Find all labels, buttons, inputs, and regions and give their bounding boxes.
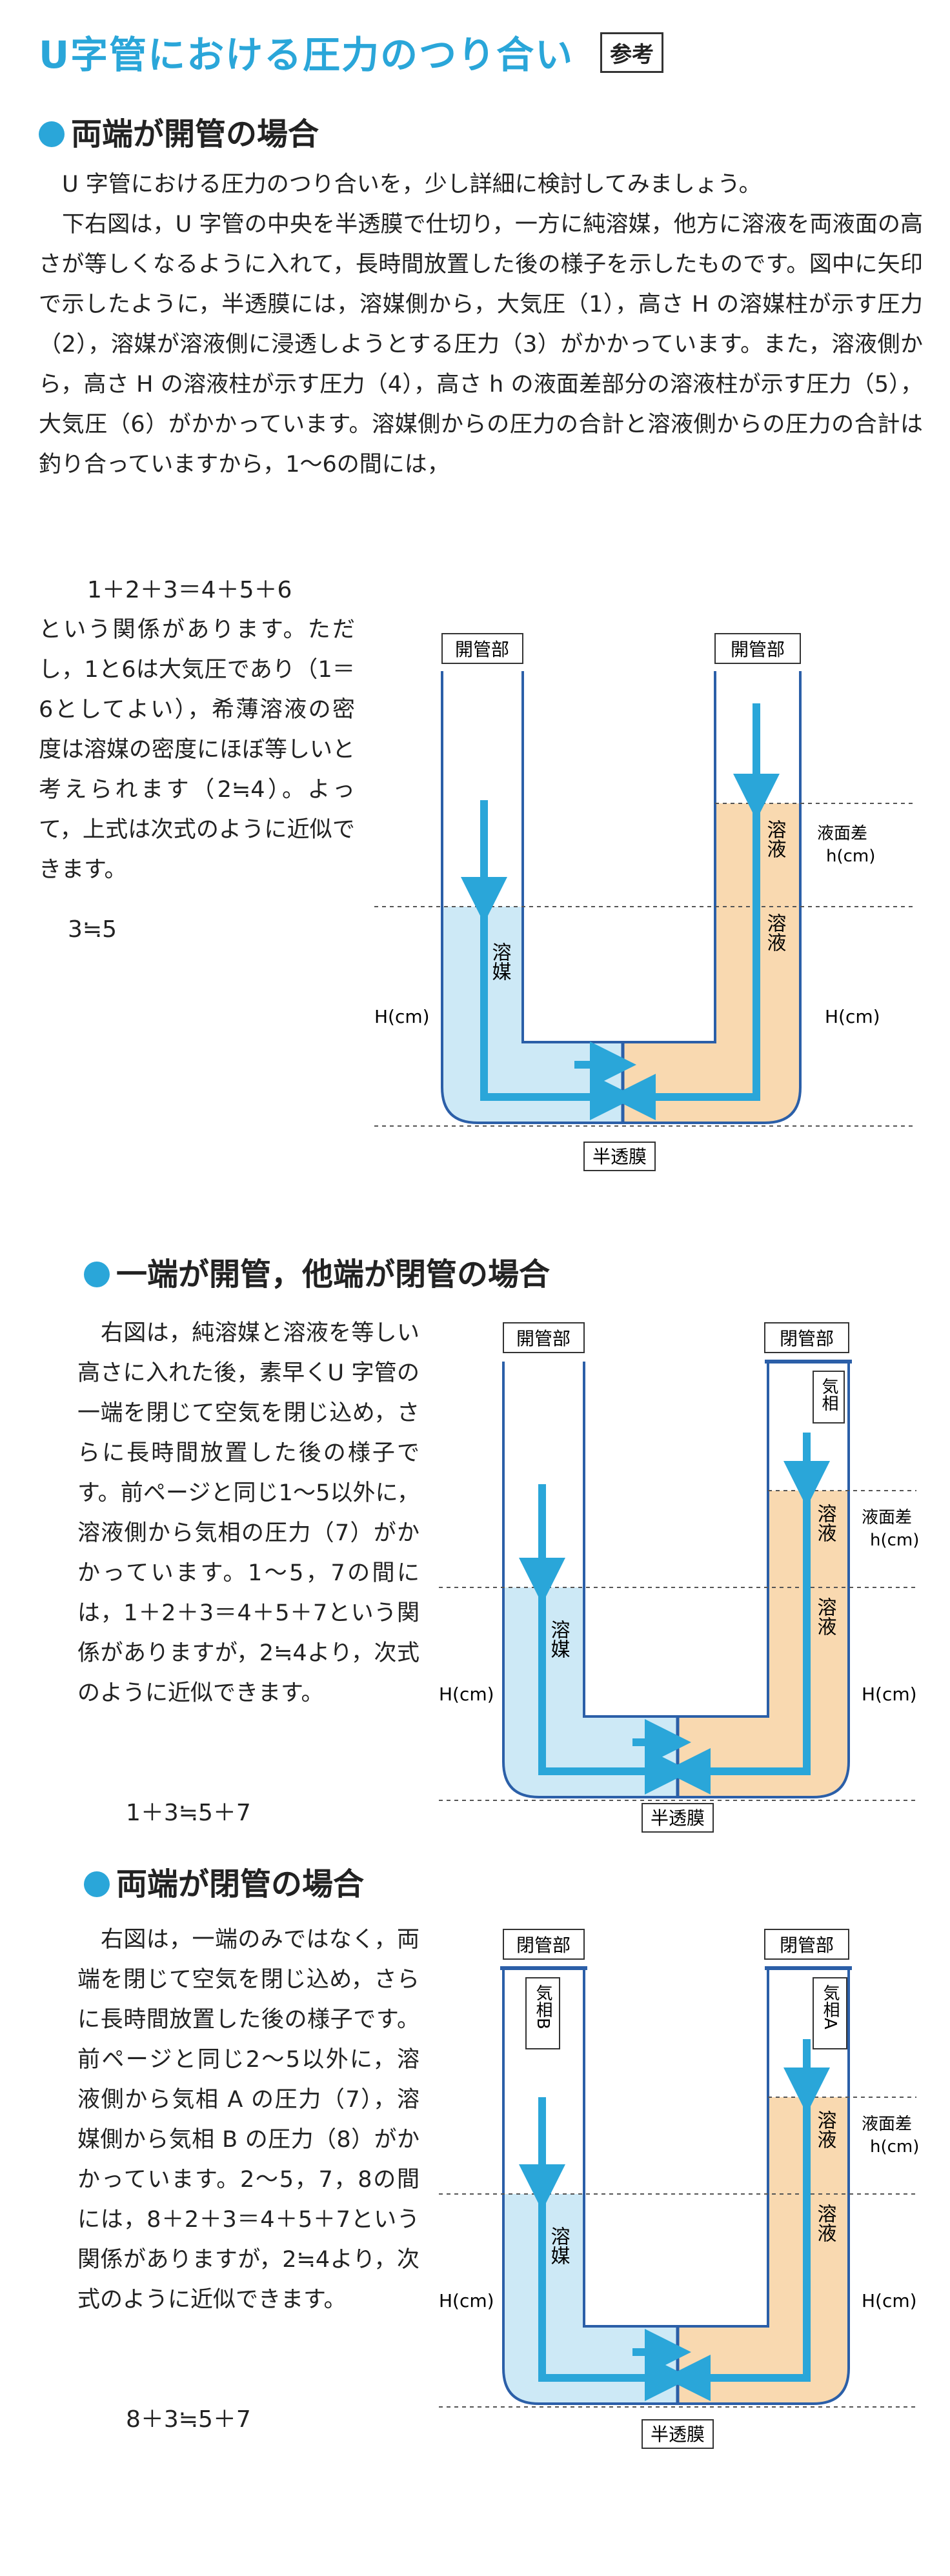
gas-a-label: 気相A [820, 1984, 840, 2029]
open-end-label-right: 開管部 [731, 639, 785, 660]
solution-label-bottom: 溶液 [814, 1597, 836, 1636]
membrane-label: 半透膜 [592, 1146, 647, 1167]
gas-label: 気相 [819, 1378, 838, 1411]
open-end-label-left: 開管部 [455, 639, 509, 660]
H-label-left: H(cm) [374, 1006, 430, 1027]
section2-body: 右図は，純溶媒と溶液を等しい高さに入れた後，素早くU 字管の一端を閉じて空気を閉… [77, 1313, 419, 1713]
closed-end-label: 閉管部 [780, 1328, 834, 1349]
section2-eq: 1＋3≒5＋7 [126, 1800, 251, 1826]
bullet-icon [84, 1871, 110, 1897]
H-label-right: H(cm) [862, 2290, 917, 2311]
section1-eq1: 1＋2＋3＝4＋5＋6 [87, 577, 292, 603]
section1-p3-wrap: という関係があります。ただし，1と6は大気圧であり（1＝6としてよい），希薄溶液… [39, 610, 355, 890]
H-label-right: H(cm) [825, 1006, 880, 1027]
H-label-left: H(cm) [439, 2290, 494, 2311]
solution-label-top: 溶液 [814, 2110, 836, 2149]
section3-heading-text: 両端が閉管の場合 [116, 1866, 365, 1902]
h-label: h(cm) [826, 847, 875, 866]
level-diff-label: 液面差 [862, 1508, 912, 1527]
u-tube-diagram-one-closed: 開管部 閉管部 気相 溶媒 溶液 溶液 液面差 h(cm) H(cm) H(cm… [439, 1322, 919, 1833]
section2-heading: 一端が開管，他端が閉管の場合 [84, 1249, 550, 1294]
section1-intro: U 字管における圧力のつり合いを，少し詳細に検討してみましょう。 下右図は，U … [39, 165, 923, 485]
section1-p1: U 字管における圧力のつり合いを，少し詳細に検討してみましょう。 [62, 172, 762, 197]
membrane-label: 半透膜 [651, 1807, 705, 1829]
section3-body: 右図は，一端のみではなく，両端を閉じて空気を閉じ込め，さらに長時間放置した後の様… [77, 1920, 419, 2320]
membrane-label: 半透膜 [651, 2424, 705, 2445]
level-diff-label: 液面差 [817, 824, 867, 843]
solution-label-top: 溶液 [814, 1504, 836, 1542]
section1-heading: 両端が開管の場合 [39, 108, 319, 154]
solvent-label: 溶媒 [547, 1620, 570, 1658]
solvent-label: 溶媒 [489, 942, 511, 981]
section1-heading-text: 両端が開管の場合 [71, 116, 319, 152]
u-tube-diagram-both-closed: 閉管部 閉管部 気相B 気相A 溶媒 溶液 溶液 液面差 h(cm) H(cm)… [439, 1929, 919, 2449]
closed-end-label-right: 閉管部 [780, 1935, 834, 1956]
closed-end-label-left: 閉管部 [516, 1935, 571, 1956]
H-label-left: H(cm) [439, 1684, 494, 1705]
reference-badge: 参考 [600, 32, 663, 73]
page-title: U字管における圧力のつり合い [39, 33, 574, 77]
section1-p2: 下右図は，U 字管の中央を半透膜で仕切り，一方に純溶媒，他方に溶液を両液面の高さ… [39, 212, 923, 478]
solvent-label: 溶媒 [547, 2226, 570, 2265]
level-diff-label: 液面差 [862, 2115, 912, 2134]
gas-b-label: 気相B [533, 1984, 552, 2029]
solution-label-top: 溶液 [763, 820, 786, 858]
solution-label-bottom: 溶液 [763, 913, 786, 952]
open-end-label: 開管部 [516, 1328, 571, 1349]
u-tube-diagram-open-both: 開管部 開管部 溶媒 溶液 溶液 液面差 h(cm) H(cm) H(cm) 半… [374, 633, 916, 1171]
section2-heading-text: 一端が開管，他端が閉管の場合 [116, 1256, 551, 1293]
section3-p1: 右図は，一端のみではなく，両端を閉じて空気を閉じ込め，さらに長時間放置した後の様… [77, 1927, 419, 2313]
solution-label-bottom: 溶液 [814, 2204, 836, 2242]
section3-eq: 8＋3≒5＋7 [126, 2406, 251, 2433]
h-label: h(cm) [870, 1531, 919, 1550]
bullet-icon [84, 1262, 110, 1287]
section1-p3: という関係があります。ただし，1と6は大気圧であり（1＝6としてよい），希薄溶液… [39, 617, 356, 883]
bullet-icon [39, 121, 65, 147]
section1-eq2: 3≒5 [68, 916, 117, 943]
section3-heading: 両端が閉管の場合 [84, 1858, 364, 1904]
h-label: h(cm) [870, 2137, 919, 2157]
section2-p1: 右図は，純溶媒と溶液を等しい高さに入れた後，素早くU 字管の一端を閉じて空気を閉… [77, 1320, 419, 1706]
H-label-right: H(cm) [862, 1684, 917, 1705]
